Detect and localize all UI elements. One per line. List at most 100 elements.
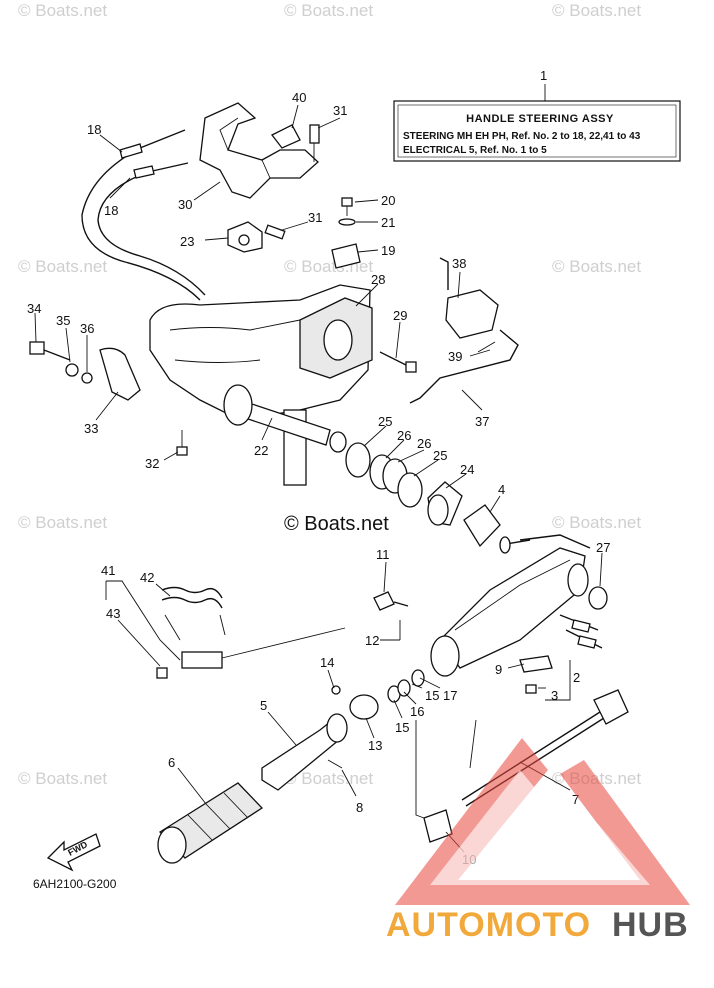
callout-12: 12 xyxy=(365,633,379,648)
cable-end xyxy=(133,165,155,179)
brand-left-text: AUTOMOTO xyxy=(386,906,591,944)
lower-assembly xyxy=(156,534,629,864)
watermark-text: © Boats.net xyxy=(18,257,107,276)
callout-17: 17 xyxy=(443,688,457,703)
washer-part xyxy=(338,218,356,226)
cable-line xyxy=(97,162,206,296)
callout-31: 31 xyxy=(333,103,347,118)
grip-rib xyxy=(187,814,213,841)
watermark-text: © Boats.net xyxy=(552,257,641,276)
screw-part xyxy=(176,446,188,456)
bracket-edge xyxy=(219,117,239,151)
callout-34: 34 xyxy=(27,301,41,316)
leader-line xyxy=(457,271,461,299)
callout-43: 43 xyxy=(106,606,120,621)
leader-line xyxy=(507,663,525,669)
callout-15: 15 xyxy=(425,688,439,703)
leader-line xyxy=(413,459,439,477)
leader-line xyxy=(106,580,181,661)
callout-27: 27 xyxy=(596,540,610,555)
switch-part xyxy=(445,289,499,339)
washer-part xyxy=(81,372,93,384)
leader-line xyxy=(34,312,37,343)
brand-right-text: HUB xyxy=(612,906,689,944)
handle-edge xyxy=(454,559,571,631)
callout-42: 42 xyxy=(140,570,154,585)
leader-line xyxy=(267,711,297,746)
leader-line xyxy=(395,321,401,359)
fwd-arrow-icon xyxy=(46,833,101,872)
callout-22: 22 xyxy=(254,443,268,458)
leader-line xyxy=(327,669,335,689)
arm-line xyxy=(519,534,591,549)
bracket-part xyxy=(199,102,319,199)
lever-part xyxy=(99,347,141,401)
watermark-text: © Boats.net xyxy=(18,513,107,532)
bolt-head xyxy=(373,591,395,611)
rod-end xyxy=(593,689,629,725)
leader-line xyxy=(385,439,405,459)
cable-line xyxy=(81,129,201,301)
callout-4: 4 xyxy=(498,482,505,497)
watermark-text: © Boats.net xyxy=(18,769,107,788)
leader-line xyxy=(99,134,123,153)
callout-21: 21 xyxy=(381,215,395,230)
ring-part xyxy=(397,472,423,508)
callout-23: 23 xyxy=(180,234,194,249)
leader-line xyxy=(65,327,71,363)
callout-14: 14 xyxy=(320,655,334,670)
watermark-text: © Boats.net xyxy=(552,513,641,532)
nut-part xyxy=(588,586,608,610)
leader-line xyxy=(419,677,441,689)
coil-line xyxy=(161,586,223,599)
callout-28: 28 xyxy=(371,272,385,287)
callout-25: 25 xyxy=(433,448,447,463)
cord-line xyxy=(164,614,181,641)
cable-end xyxy=(119,143,143,159)
bolt-head xyxy=(341,197,353,207)
leader-line xyxy=(341,769,357,797)
cable-end xyxy=(577,635,597,649)
washer-part xyxy=(411,669,425,687)
callout-38: 38 xyxy=(452,256,466,271)
callout-25: 25 xyxy=(378,414,392,429)
watermark-text: © Boats.net xyxy=(552,1,641,20)
grip-rib xyxy=(205,803,231,830)
callout-1: 1 xyxy=(540,68,547,83)
clip-part xyxy=(463,504,501,548)
leader-line xyxy=(177,767,207,805)
leader-line xyxy=(393,699,403,719)
callout-2: 2 xyxy=(573,670,580,685)
leader-line xyxy=(281,221,309,231)
switch-part xyxy=(181,651,223,669)
callout-5: 5 xyxy=(260,698,267,713)
note-line-1: STEERING MH EH PH, Ref. No. 2 to 18, 22,… xyxy=(403,131,641,142)
clamp-part xyxy=(331,243,361,269)
callout-13: 13 xyxy=(368,738,382,753)
plate-part xyxy=(519,655,553,673)
cord-line xyxy=(219,614,226,636)
shaft-end xyxy=(223,384,253,426)
callout-33: 33 xyxy=(84,421,98,436)
screw-shaft xyxy=(327,759,343,769)
leader-line xyxy=(469,349,491,357)
handle-end xyxy=(430,635,460,677)
screw-part xyxy=(525,684,537,694)
leader-line xyxy=(355,283,379,307)
callout-41: 41 xyxy=(101,563,115,578)
leader-line xyxy=(397,449,425,463)
callout-3: 3 xyxy=(551,688,558,703)
leader-line xyxy=(193,181,221,201)
handle-end xyxy=(567,563,589,597)
collar-end xyxy=(427,494,449,526)
callout-9: 9 xyxy=(495,662,502,677)
rod-line xyxy=(409,329,519,404)
throttle-end xyxy=(326,713,348,743)
grip-rib xyxy=(223,792,249,819)
leader-line xyxy=(365,717,375,739)
screw-part xyxy=(264,224,286,240)
bracket-line xyxy=(469,719,477,769)
leader-line xyxy=(383,561,387,593)
watermark-center-text: © Boats.net xyxy=(284,513,389,535)
